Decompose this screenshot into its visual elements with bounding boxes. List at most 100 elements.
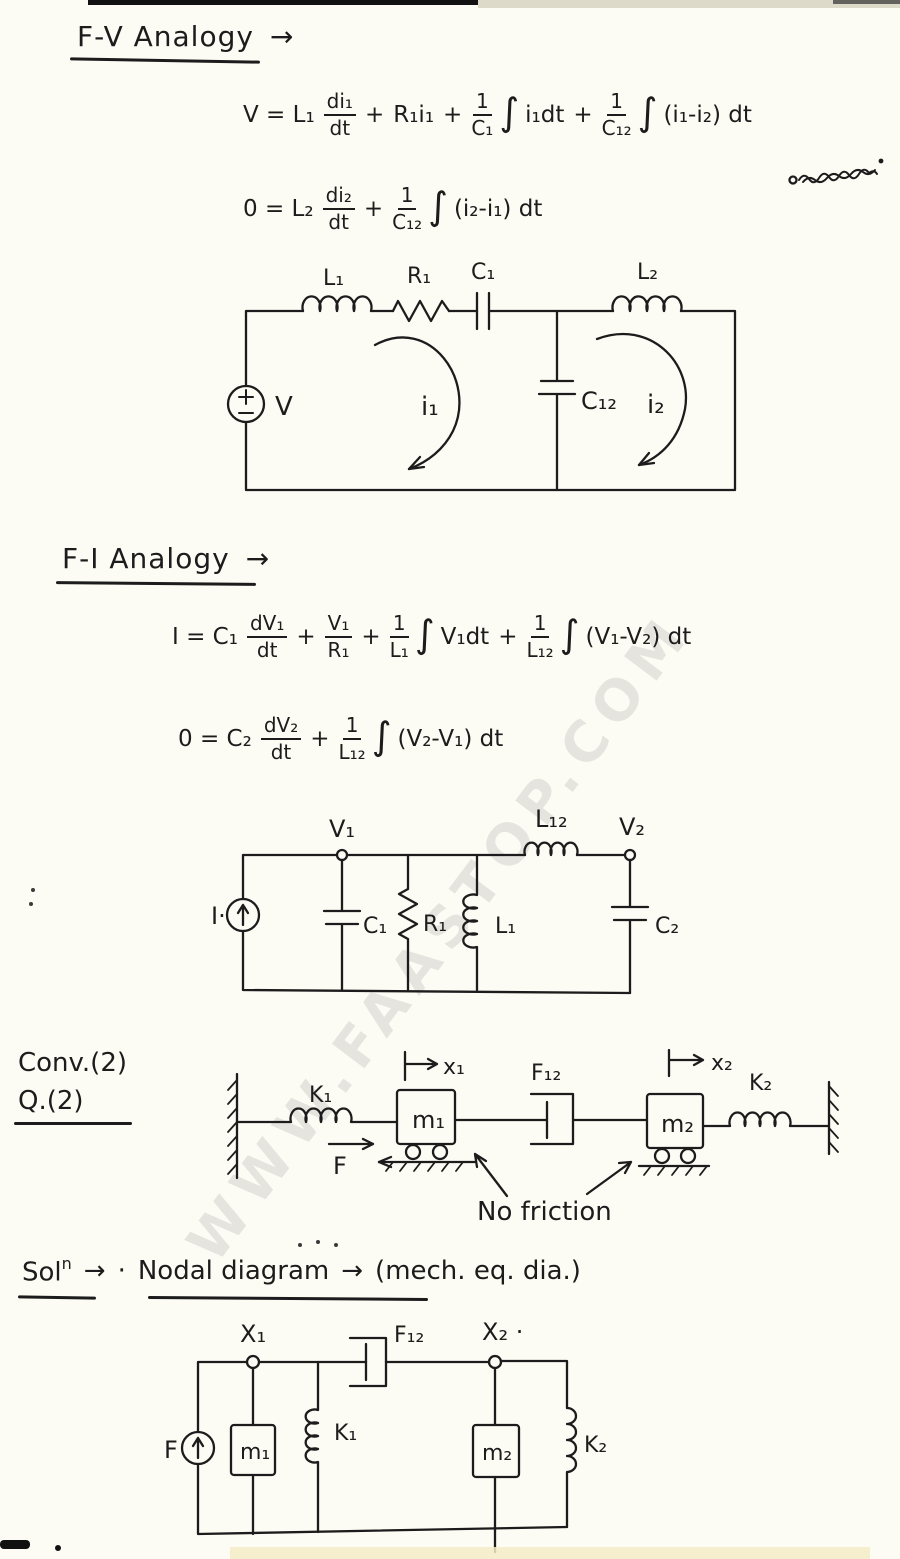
eq-term: i₁dt xyxy=(525,102,565,128)
node-X1 xyxy=(245,1354,261,1370)
label-L1: L₁ xyxy=(323,266,344,291)
fv-heading-underline xyxy=(69,57,261,64)
wheel xyxy=(679,1147,697,1165)
nodal-circuit-diagram: F X₁ m₁ K₁ F₁₂ X₂ · m₂ K₂ xyxy=(164,1318,607,1554)
node-V2 xyxy=(623,848,637,862)
spring-K2-symbol xyxy=(701,1111,831,1128)
label-R1: R₁ xyxy=(407,264,431,289)
label-K1: K₁ xyxy=(309,1083,332,1108)
label-K1: K₁ xyxy=(334,1421,357,1446)
scribble-circle xyxy=(788,175,798,185)
eq-term: (i₂-i₁) dt xyxy=(453,196,543,222)
wheel xyxy=(404,1143,422,1161)
fv-heading-text: F-V Analogy xyxy=(77,20,254,53)
node-V1 xyxy=(335,848,349,862)
label-m1: m₁ xyxy=(412,1106,445,1134)
mass-m2-box xyxy=(471,1423,521,1479)
ink-speck xyxy=(31,888,35,892)
fi-heading-underline xyxy=(55,581,257,586)
fv-heading: F-V Analogy → xyxy=(77,20,294,53)
nodal-diagram-title: Nodal diagram xyxy=(137,1256,330,1286)
numerator: di₁ xyxy=(323,90,356,116)
ink-speck xyxy=(334,1243,338,1247)
integral-sign: ∫ xyxy=(414,612,435,656)
force-F-arrow xyxy=(327,1137,375,1151)
denominator: dt xyxy=(329,116,351,140)
mass-m1-box xyxy=(395,1088,457,1146)
denominator: L₁₂ xyxy=(338,740,366,764)
integral-sign: ∫ xyxy=(559,612,580,656)
circuit-wires xyxy=(244,309,737,492)
denominator: L₁ xyxy=(389,638,409,662)
denominator: R₁ xyxy=(327,638,350,662)
fi-heading: F-I Analogy → xyxy=(62,542,270,575)
question-underline xyxy=(14,1122,132,1125)
eq-lhs: V = L₁ xyxy=(243,102,315,128)
left-wall xyxy=(227,1072,239,1180)
mesh-current-i2-arrow xyxy=(595,332,688,467)
eq-term: (V₁-V₂) dt xyxy=(585,624,692,650)
numerator: 1 xyxy=(472,90,492,116)
operator: + xyxy=(443,102,463,128)
eq-term: V₁dt xyxy=(440,624,490,650)
capacitor-C1-symbol xyxy=(322,858,362,992)
denominator: dt xyxy=(256,638,278,662)
solution-heading: Soln → · Nodal diagram → (mech. eq. dia.… xyxy=(22,1254,581,1288)
operator: + xyxy=(361,624,381,650)
label-I: I· xyxy=(211,902,226,930)
ink-speck xyxy=(298,1243,302,1247)
denominator: C₁ xyxy=(471,116,494,140)
resistor-R1-symbol xyxy=(391,299,451,323)
resistor-R1-symbol xyxy=(397,853,419,992)
label-X1: X₁ xyxy=(240,1320,266,1348)
scan-artifact-top-left xyxy=(88,0,478,5)
mechanical-system-diagram: K₁ m₁ x₁ F F₁₂ m₂ xyxy=(227,1048,839,1227)
scan-artifact-bottom-dot xyxy=(55,1545,61,1551)
denominator: dt xyxy=(328,210,349,234)
label-C2: C₂ xyxy=(655,914,679,939)
denominator: C₁₂ xyxy=(392,210,423,234)
label-F: F xyxy=(164,1436,178,1464)
capacitor-C12-symbol xyxy=(537,309,577,492)
denominator: L₁₂ xyxy=(526,638,554,662)
label-x2: x₂ xyxy=(711,1051,733,1076)
label-m2: m₂ xyxy=(661,1110,694,1138)
sol-arrow: → xyxy=(83,1256,106,1286)
ink-speck xyxy=(29,902,33,906)
voltage-source-symbol xyxy=(226,384,266,424)
capacitor-C1-symbol xyxy=(475,291,491,331)
fi-heading-text: F-I Analogy xyxy=(62,542,230,575)
fv-circuit-diagram: V L₁ R₁ C₁ L₂ C₁₂ i₁ i₂ xyxy=(226,260,737,492)
damper-F12-symbol xyxy=(348,1336,388,1388)
label-C1: C₁ xyxy=(471,260,495,285)
fi-circuit-diagram: I· V₁ C₁ R₁ L₁ L₁₂ V₂ C₂ xyxy=(211,805,679,995)
numerator: 1 xyxy=(397,184,417,210)
sol-text: Soln xyxy=(22,1254,72,1288)
node-X2 xyxy=(487,1354,503,1370)
spring-K2-branch xyxy=(565,1406,578,1529)
label-F: F xyxy=(333,1152,347,1180)
label-L2: L₂ xyxy=(637,260,658,285)
numerator: V₁ xyxy=(324,612,353,638)
label-R1: R₁ xyxy=(423,912,447,937)
numerator: dV₂ xyxy=(260,714,302,740)
nodal-title-underline xyxy=(147,1296,429,1301)
eq-term: (V₂-V₁) dt xyxy=(397,726,504,752)
denominator: C₁₂ xyxy=(601,116,632,140)
no-friction-arrow-right xyxy=(585,1160,633,1196)
integral-sign: ∫ xyxy=(499,90,520,134)
right-wall xyxy=(827,1080,839,1156)
integral-sign: ∫ xyxy=(637,90,658,134)
operator: + xyxy=(296,624,316,650)
spring-K1-branch xyxy=(304,1360,320,1534)
label-V2: V₂ xyxy=(619,813,645,841)
label-C1: C₁ xyxy=(363,914,387,939)
scan-artifact-bottom-left xyxy=(0,1540,30,1549)
label-X2: X₂ · xyxy=(482,1318,523,1346)
